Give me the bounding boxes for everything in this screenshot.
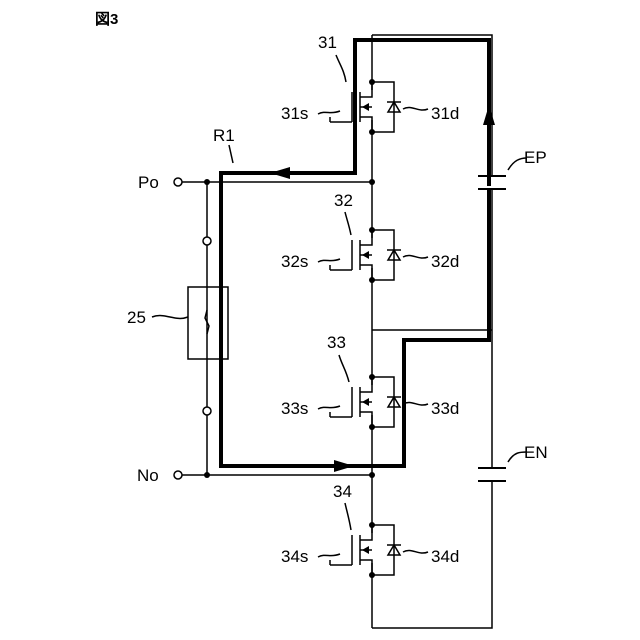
switch-33: 33 33s 33d	[281, 333, 459, 427]
component-25-label: 25	[127, 308, 146, 327]
junction-dots	[204, 79, 375, 578]
switch-34-label: 34	[333, 482, 352, 501]
switch-34-gate-label: 34s	[281, 547, 308, 566]
arrow-right	[334, 460, 354, 472]
switch-34-diode-label: 34d	[431, 547, 459, 566]
terminal-po-label: Po	[138, 173, 159, 192]
capacitor-ep-label: EP	[524, 148, 547, 167]
terminal-no: No	[137, 466, 182, 485]
switch-31-label: 31	[318, 33, 337, 52]
switch-32-label: 32	[334, 191, 353, 210]
switch-33-gate-label: 33s	[281, 399, 308, 418]
switch-group: 31 31s 31d 32 32s 32d 33 33s 33d 34 34s 34d	[281, 33, 459, 575]
switch-31-gate-label: 31s	[281, 104, 308, 123]
path-r1-label: R1	[213, 126, 235, 145]
switch-33-diode-label: 33d	[431, 399, 459, 418]
switch-33-label: 33	[327, 333, 346, 352]
figure-label: 図3	[95, 11, 118, 28]
switch-34: 34 34s 34d	[281, 482, 459, 575]
capacitor-en: EN	[478, 443, 548, 481]
terminal-po: Po	[138, 173, 182, 192]
arrow-left	[270, 167, 290, 179]
switch-32-diode-label: 32d	[431, 252, 459, 271]
terminal-no-label: No	[137, 466, 159, 485]
arrow-up	[483, 105, 495, 125]
component-25: 25	[127, 237, 228, 415]
switch-32: 32 32s 32d	[281, 191, 459, 280]
switch-32-gate-label: 32s	[281, 252, 308, 271]
switch-31-diode-label: 31d	[431, 104, 459, 123]
capacitor-en-label: EN	[524, 443, 548, 462]
